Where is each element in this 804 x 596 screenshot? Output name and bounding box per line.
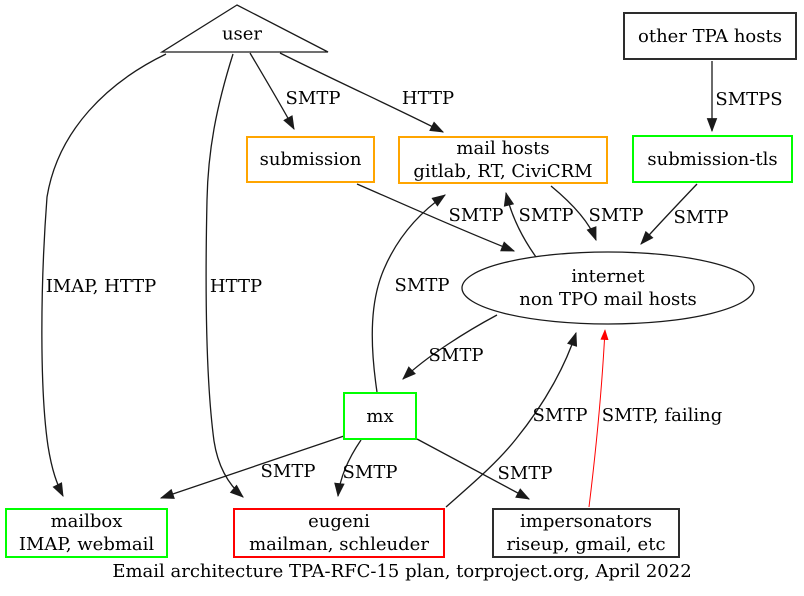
edge-internet-mx bbox=[402, 314, 498, 380]
edge-label-user-mail-hosts: HTTP bbox=[401, 88, 455, 109]
edge-label-mx-impersonators: SMTP bbox=[497, 463, 553, 484]
edge-user-mailbox bbox=[41, 53, 167, 498]
edge-mx-impersonators bbox=[416, 438, 531, 500]
internet-ellipse-shape bbox=[461, 251, 755, 325]
node-impersonators: impersonators riseup, gmail, etc bbox=[492, 508, 680, 558]
edge-label-impersonators-internet: SMTP, failing bbox=[601, 405, 723, 426]
edge-label-mx-eugeni: SMTP bbox=[342, 462, 398, 483]
node-submission-label: submission bbox=[259, 149, 362, 170]
node-mail-hosts-sublabel: gitlab, RT, CiviCRM bbox=[413, 161, 593, 182]
edge-mx-mail-hosts bbox=[371, 194, 446, 393]
edge-label-user-submission: SMTP bbox=[285, 88, 341, 109]
edge-user-submission bbox=[249, 52, 295, 131]
node-mailbox-label: mailbox bbox=[50, 511, 123, 532]
edge-submission-tls-internet bbox=[640, 183, 698, 245]
edge-mx-mailbox bbox=[159, 435, 345, 499]
edge-label-mx-mailbox: SMTP bbox=[260, 461, 316, 482]
node-user: user bbox=[221, 23, 263, 45]
edge-label-user-mailbox: IMAP, HTTP bbox=[45, 276, 157, 297]
edge-mail-hosts-internet bbox=[550, 185, 597, 242]
edge-mx-eugeni bbox=[334, 439, 362, 498]
edge-eugeni-internet bbox=[445, 331, 578, 508]
node-internet-sublabel: non TPO mail hosts bbox=[519, 289, 697, 310]
node-internet-label: internet bbox=[571, 266, 645, 287]
user-triangle-shape bbox=[159, 4, 329, 53]
edge-label-internet-mx: SMTP bbox=[428, 345, 484, 366]
node-other-tpa-hosts: other TPA hosts bbox=[623, 12, 797, 60]
edge-label-mail-hosts-internet: SMTP bbox=[588, 205, 644, 226]
edge-label-internet-mail-hosts: SMTP bbox=[518, 205, 574, 226]
node-eugeni-sublabel: mailman, schleuder bbox=[249, 534, 429, 555]
edge-label-submission-internet: SMTP bbox=[448, 205, 504, 226]
node-eugeni: eugeni mailman, schleuder bbox=[233, 508, 445, 558]
node-other-tpa-hosts-label: other TPA hosts bbox=[638, 25, 782, 47]
node-mx-label: mx bbox=[366, 405, 394, 427]
edge-user-mail-hosts bbox=[279, 52, 445, 133]
edge-label-submission-tls-internet: SMTP bbox=[673, 207, 729, 228]
edge-submission-internet bbox=[356, 183, 516, 252]
node-mail-hosts: mail hosts gitlab, RT, CiviCRM bbox=[398, 136, 608, 184]
edge-internet-mail-hosts bbox=[503, 191, 537, 258]
node-mailbox-sublabel: IMAP, webmail bbox=[18, 534, 155, 555]
node-eugeni-label: eugeni bbox=[308, 511, 370, 532]
node-submission-tls-label: submission-tls bbox=[647, 148, 778, 170]
edge-user-eugeni bbox=[205, 53, 244, 498]
node-mail-hosts-label: mail hosts bbox=[456, 138, 550, 159]
node-mx: mx bbox=[343, 392, 417, 440]
node-internet: internet non TPO mail hosts bbox=[519, 265, 697, 311]
node-submission-tls: submission-tls bbox=[632, 135, 793, 183]
edge-label-mx-mail-hosts: SMTP bbox=[394, 275, 450, 296]
edge-label-other-tpa-submission-tls: SMTPS bbox=[715, 89, 783, 110]
edge-impersonators-internet-failing bbox=[588, 329, 609, 508]
node-submission: submission bbox=[246, 136, 375, 183]
node-mailbox: mailbox IMAP, webmail bbox=[5, 508, 168, 558]
diagram-caption: Email architecture TPA-RFC-15 plan, torp… bbox=[112, 561, 692, 582]
node-impersonators-sublabel: riseup, gmail, etc bbox=[506, 534, 666, 555]
edge-label-user-eugeni: HTTP bbox=[209, 276, 263, 297]
node-impersonators-label: impersonators bbox=[520, 511, 652, 532]
edge-label-eugeni-internet: SMTP bbox=[532, 405, 588, 426]
